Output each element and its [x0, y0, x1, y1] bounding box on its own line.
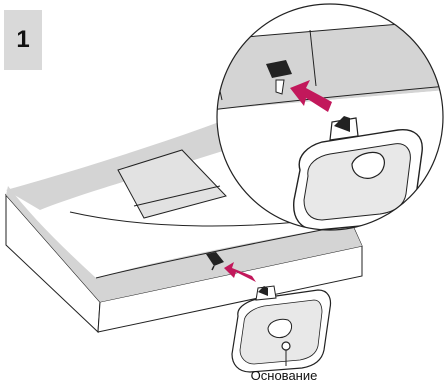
insert-arrow-large [290, 80, 332, 112]
step-badge: 1 [4, 10, 42, 70]
label-leader-dot [281, 341, 291, 351]
insert-arrow-small [224, 262, 256, 282]
stand-hinge-slot [206, 252, 224, 266]
back-plate [117, 149, 227, 219]
zoom-inset [216, 3, 444, 231]
monitor-grey-band [6, 186, 362, 302]
zoom-inset-ring [216, 3, 444, 231]
stand-base [231, 285, 332, 373]
step-number: 1 [16, 26, 30, 53]
base-label: Основание [250, 368, 318, 383]
